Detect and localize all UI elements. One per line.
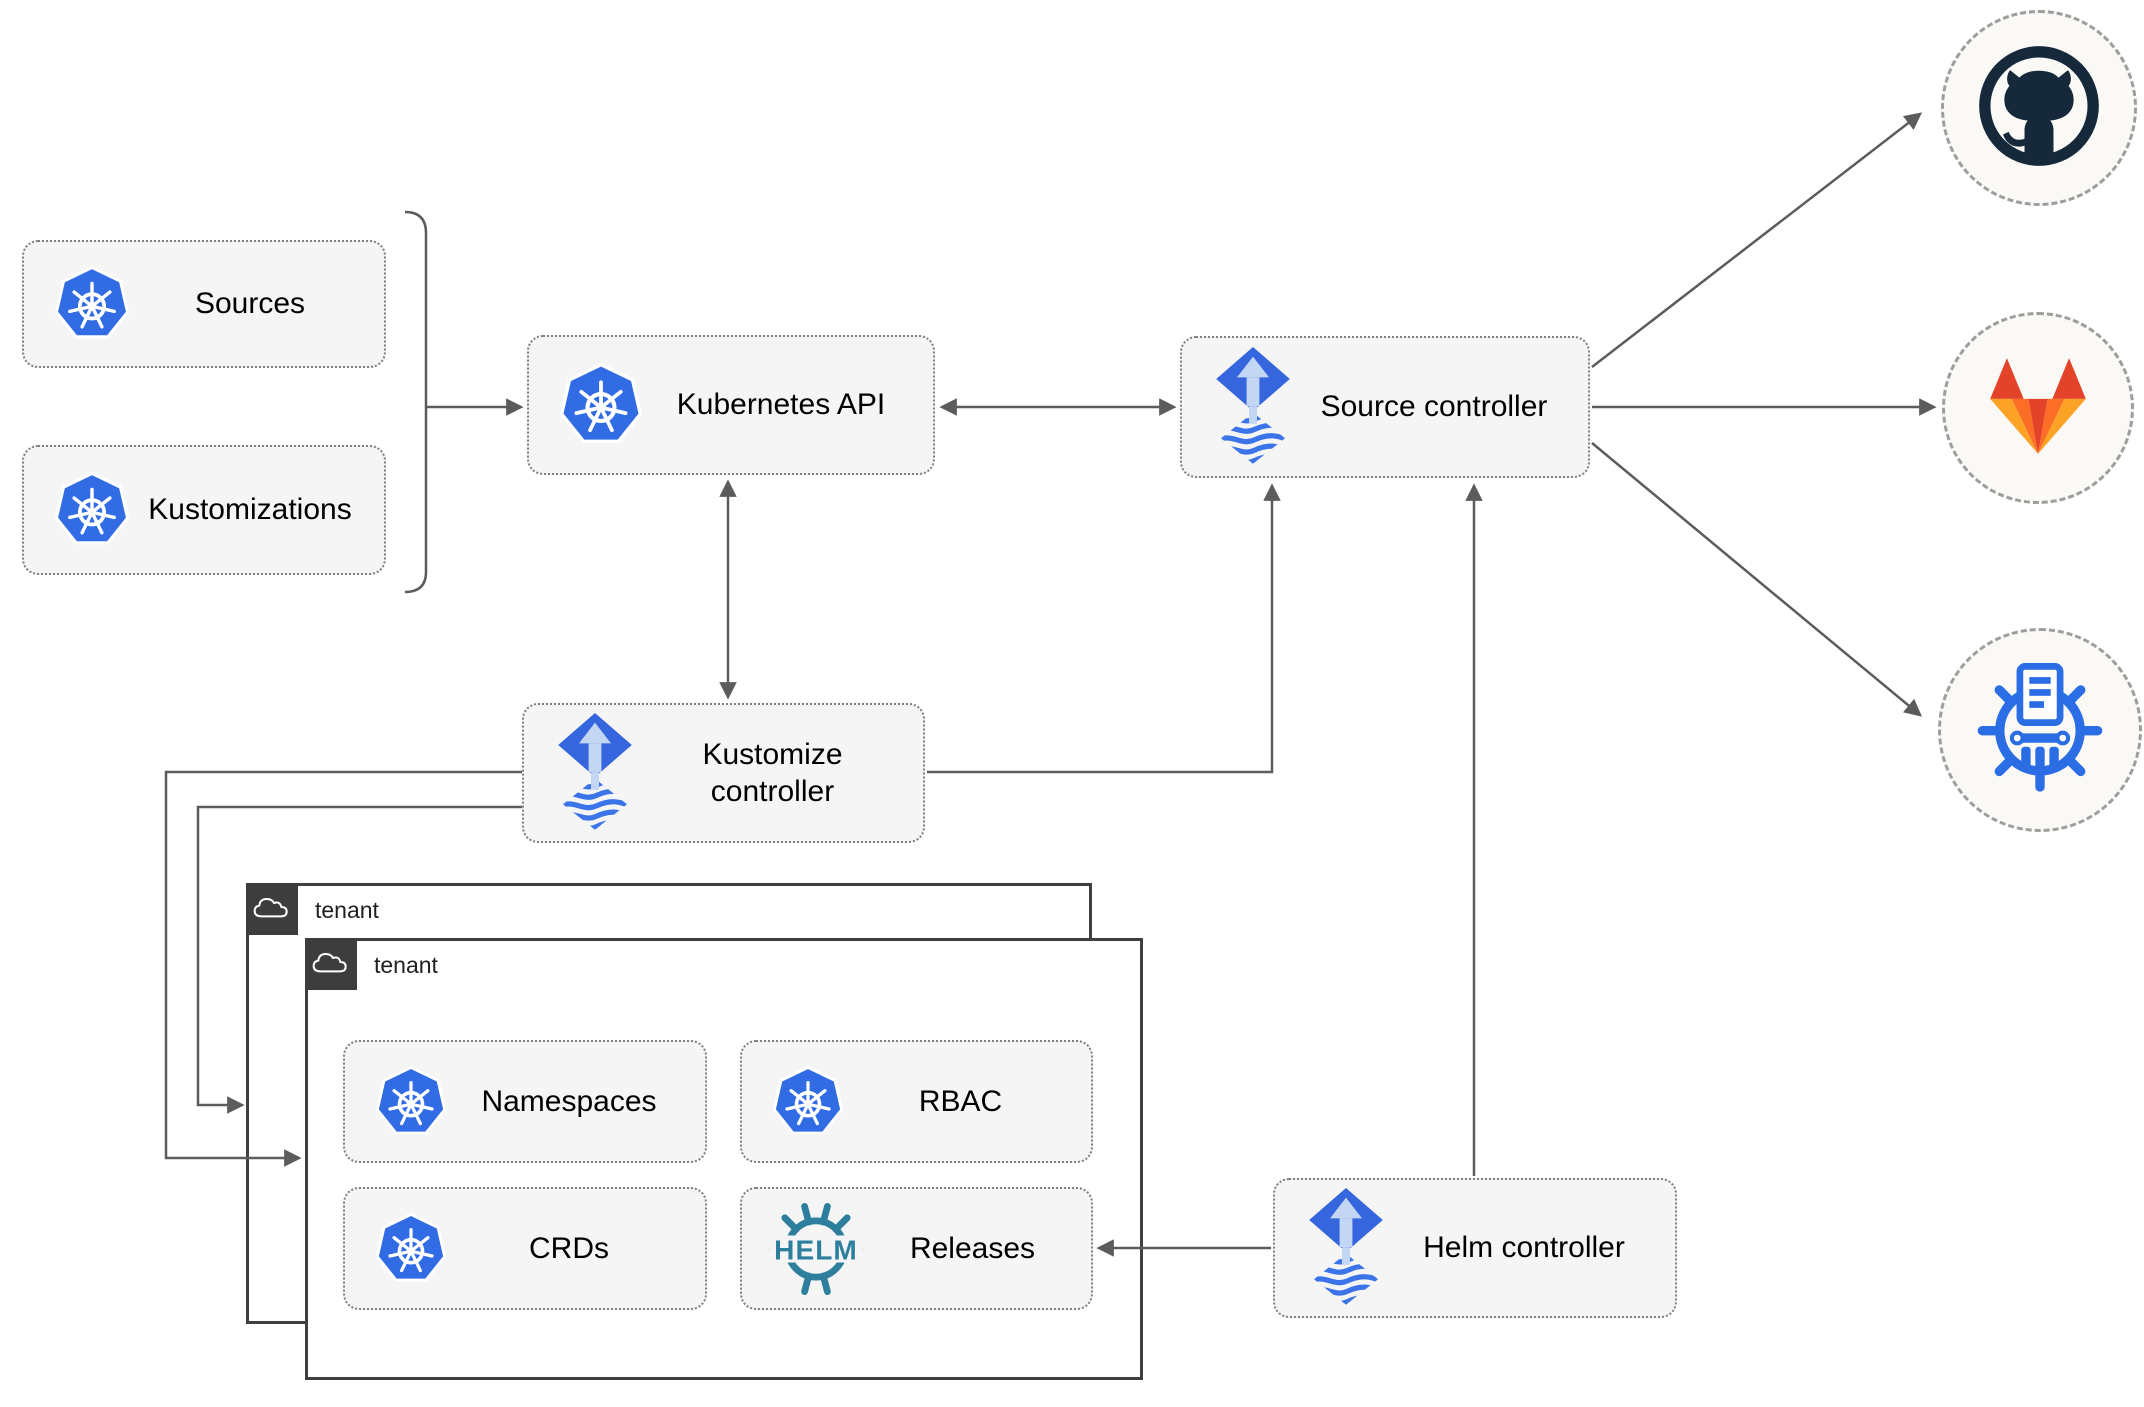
node-source-controller: Source controller <box>1180 336 1590 478</box>
kubernetes-icon <box>772 1065 844 1138</box>
kubernetes-icon <box>559 363 643 447</box>
node-releases: HELM Releases <box>740 1187 1093 1310</box>
gitlab-circle <box>1942 312 2134 504</box>
node-namespaces-label: Namespaces <box>481 1084 657 1118</box>
node-kustomizations-label: Kustomizations <box>148 493 352 527</box>
node-crds: CRDs <box>343 1187 707 1310</box>
cloud-icon <box>252 892 292 927</box>
helm-logo-text: HELM <box>774 1234 858 1265</box>
flux-icon <box>554 713 636 833</box>
node-kubernetes-api-label: Kubernetes API <box>676 388 886 422</box>
node-sources-label: Sources <box>194 287 306 321</box>
arrow-source-to-chartmuseum <box>1591 442 1923 717</box>
cloud-icon <box>311 947 351 982</box>
bracket-sources-group <box>404 210 428 594</box>
gitlab-icon <box>1978 351 2098 466</box>
node-sources: Sources <box>22 240 386 368</box>
node-releases-label: Releases <box>909 1231 1036 1265</box>
node-kubernetes-api: Kubernetes API <box>527 335 935 475</box>
tenant-inner-tab <box>305 938 357 990</box>
node-helm-controller-label: Helm controller <box>1423 1231 1625 1265</box>
chartmuseum-circle <box>1938 628 2142 832</box>
arrow-source-to-github <box>1591 112 1923 368</box>
tenant-outer-tab <box>246 883 298 935</box>
node-rbac: RBAC <box>740 1040 1093 1163</box>
node-kustomize-controller: Kustomize controller <box>522 703 925 843</box>
node-helm-controller: Helm controller <box>1273 1178 1677 1318</box>
kubernetes-icon <box>375 1065 447 1138</box>
flux-icon <box>1305 1188 1387 1308</box>
flux-icon <box>1212 347 1294 467</box>
node-crds-label: CRDs <box>529 1231 609 1265</box>
node-source-controller-label: Source controller <box>1320 390 1548 424</box>
tenant-outer-label: tenant <box>315 897 379 923</box>
chartmuseum-icon <box>1973 661 2107 800</box>
arrow-kustomize-to-source <box>927 483 1281 774</box>
node-namespaces: Namespaces <box>343 1040 707 1163</box>
helm-icon: HELM <box>764 1197 868 1301</box>
kubernetes-icon <box>54 266 130 342</box>
tenant-inner-label: tenant <box>374 952 438 978</box>
node-kustomize-controller-label: Kustomize controller <box>702 737 843 809</box>
kubernetes-icon <box>54 472 130 548</box>
node-kustomizations: Kustomizations <box>22 445 386 575</box>
node-rbac-label: RBAC <box>918 1084 1003 1118</box>
github-circle <box>1941 10 2137 206</box>
kubernetes-icon <box>375 1212 447 1285</box>
github-icon <box>1976 43 2102 174</box>
